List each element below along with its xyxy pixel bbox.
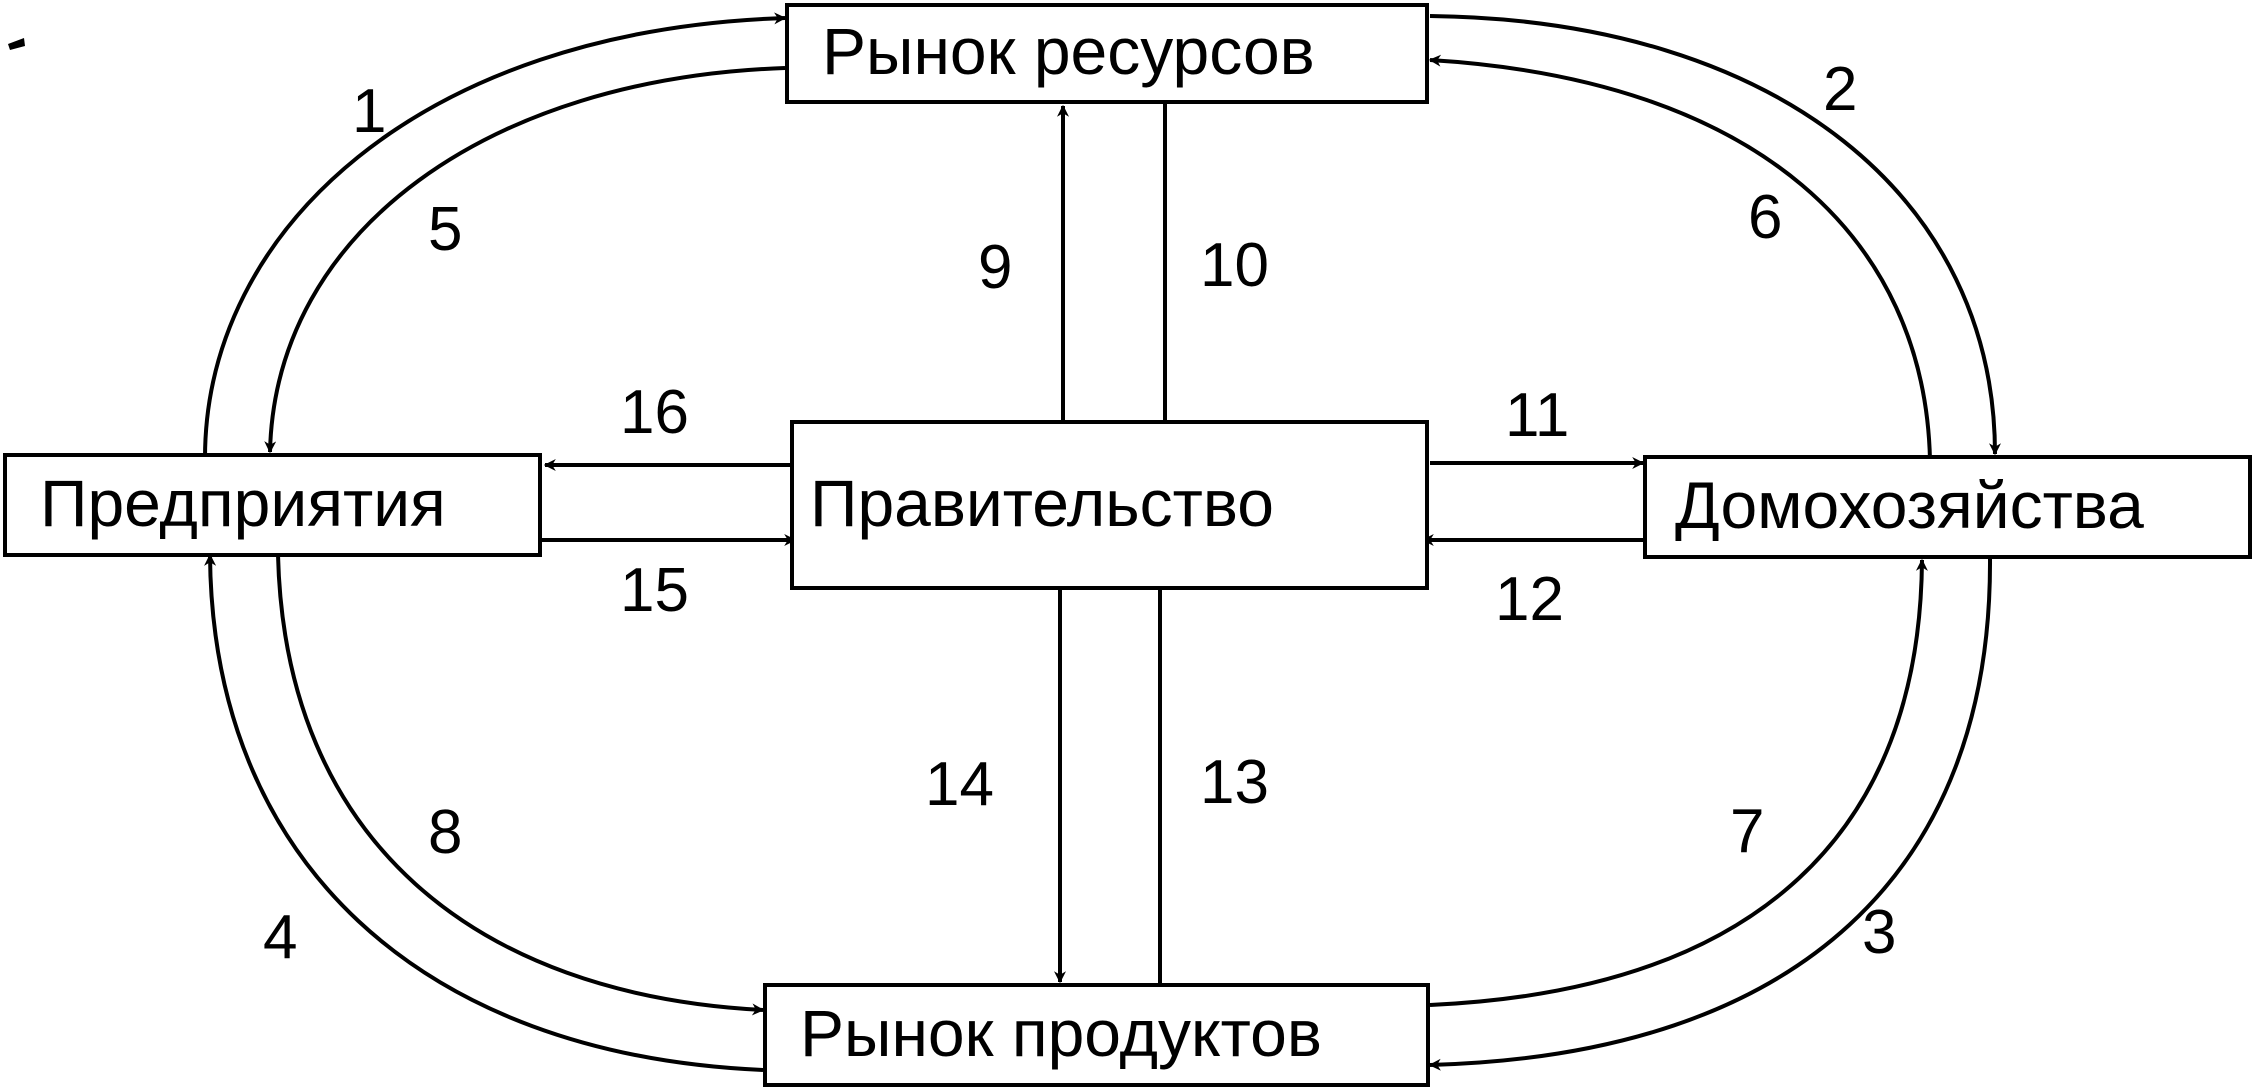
flow-line-6: [1429, 14, 2001, 456]
node-firms-label: Предприятия: [40, 466, 446, 540]
flow-number-7: 7: [1730, 797, 1764, 866]
node-resource-market: Рынок ресурсов: [785, 3, 1429, 104]
flow-number-13: 13: [1200, 748, 1269, 817]
flow-line-4: [204, 553, 764, 1072]
flow-number-14: 14: [925, 750, 994, 819]
flow-number-2: 2: [1823, 55, 1857, 124]
flow-number-5: 5: [428, 195, 462, 264]
flow-line-5: [264, 66, 786, 454]
node-government: Правительство: [790, 420, 1429, 590]
stray-mark: [8, 38, 25, 50]
node-resource-market-label: Рынок ресурсов: [822, 14, 1315, 88]
flow-number-16: 16: [620, 378, 689, 447]
flow-line-7: [1429, 558, 1928, 1007]
flow-line-8: [276, 554, 765, 1016]
flow-number-11: 11: [1505, 381, 1569, 450]
flow-number-8: 8: [428, 798, 462, 867]
node-households-label: Домохозяйства: [1675, 468, 2144, 542]
flow-number-3: 3: [1862, 898, 1896, 967]
node-product-market-label: Рынок продуктов: [800, 996, 1322, 1070]
flow-number-15: 15: [620, 556, 689, 625]
node-product-market: Рынок продуктов: [763, 983, 1430, 1087]
flow-number-12: 12: [1495, 565, 1564, 634]
flow-line-1: [203, 12, 787, 459]
flow-number-1: 1: [352, 77, 386, 146]
flow-number-6: 6: [1748, 183, 1782, 252]
node-firms: Предприятия: [3, 453, 542, 557]
node-households: Домохозяйства: [1643, 455, 2252, 559]
flow-number-10: 10: [1200, 231, 1269, 300]
flow-line-2: [1428, 54, 1932, 461]
node-government-label: Правительство: [810, 466, 1274, 540]
flow-line-3: [1428, 557, 1993, 1071]
flow-number-9: 9: [978, 233, 1012, 302]
flow-number-4: 4: [263, 903, 297, 972]
